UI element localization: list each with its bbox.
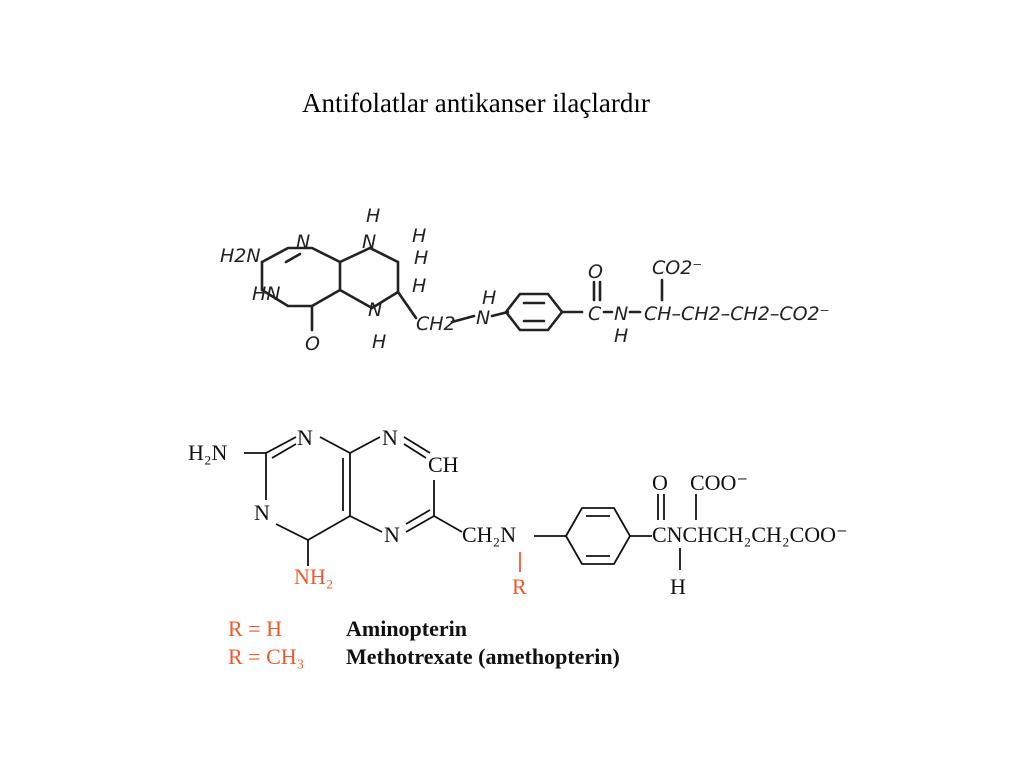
- print-bond: [349, 436, 381, 454]
- print-label: N: [254, 500, 270, 525]
- hand-bond: [284, 252, 302, 264]
- hand-bond: [368, 246, 400, 264]
- print-bond: [349, 515, 383, 533]
- hand-label: H: [372, 331, 386, 353]
- hand-label: CH–CH2–CH2–CO2⁻: [644, 303, 830, 325]
- print-bond: [403, 443, 427, 459]
- hand-label: O: [305, 333, 320, 355]
- hand-label: H: [366, 205, 380, 227]
- hand-label: N: [368, 299, 382, 321]
- print-bond: [405, 515, 435, 533]
- hand-bond: [396, 290, 418, 320]
- legend-r-value: R = CH₃: [228, 644, 305, 669]
- slide-title: Antifolatlar antikanser ilaçlardır: [302, 88, 650, 118]
- print-label: R: [512, 574, 527, 599]
- hand-label: H2N: [220, 245, 261, 267]
- print-bond: [275, 523, 309, 541]
- hand-label: CH2: [416, 313, 456, 335]
- hand-bond: [370, 290, 400, 310]
- hand-label: C: [588, 303, 602, 325]
- legend-r-value: R = H: [228, 616, 282, 641]
- print-bond: [403, 436, 431, 454]
- hand-label: N: [296, 231, 310, 253]
- print-bond: [405, 509, 431, 525]
- hand-label: H: [412, 225, 426, 247]
- print-label: NH₂: [294, 564, 333, 589]
- print-label: CH₂N: [462, 522, 516, 547]
- print-bond: [265, 436, 297, 454]
- legend-compound-name: Aminopterin: [346, 616, 467, 641]
- hand-bond: [338, 246, 372, 264]
- print-label: N: [384, 522, 400, 547]
- print-label: CH: [428, 452, 459, 477]
- hand-label: H: [482, 287, 496, 309]
- hand-label: O: [588, 261, 603, 283]
- legend-row-aminopterin: R = H Aminopterin: [228, 616, 620, 644]
- print-label: COO⁻: [690, 470, 748, 495]
- hand-label: CO2⁻: [652, 257, 702, 279]
- print-bond: [433, 515, 463, 533]
- print-label: H₂N: [188, 440, 228, 465]
- hand-label: H: [414, 247, 428, 269]
- print-label: O: [652, 470, 668, 495]
- hand-label: H: [614, 325, 628, 347]
- print-bond: [319, 436, 351, 454]
- hand-label: N: [614, 303, 628, 325]
- hand-benzene: [504, 292, 564, 332]
- print-label: N: [382, 425, 398, 450]
- hand-label: N: [476, 307, 490, 329]
- print-bond: [271, 443, 297, 459]
- hand-label: N: [362, 231, 376, 253]
- print-label: CNCHCH₂CH₂COO⁻: [652, 522, 848, 547]
- hand-label: HN: [252, 283, 281, 305]
- legend-compound-name: Methotrexate (amethopterin): [346, 644, 620, 669]
- hand-label: H: [412, 275, 426, 297]
- legend-row-methotrexate: R = CH₃ Methotrexate (amethopterin): [228, 644, 620, 672]
- legend: R = H Aminopterin R = CH₃ Methotrexate (am…: [228, 616, 620, 672]
- hand-bond: [260, 246, 342, 308]
- hand-bond: [338, 288, 374, 310]
- print-label: N: [297, 425, 313, 450]
- print-label: H: [670, 574, 686, 599]
- hand-bond: [450, 314, 476, 324]
- print-bond: [307, 515, 351, 541]
